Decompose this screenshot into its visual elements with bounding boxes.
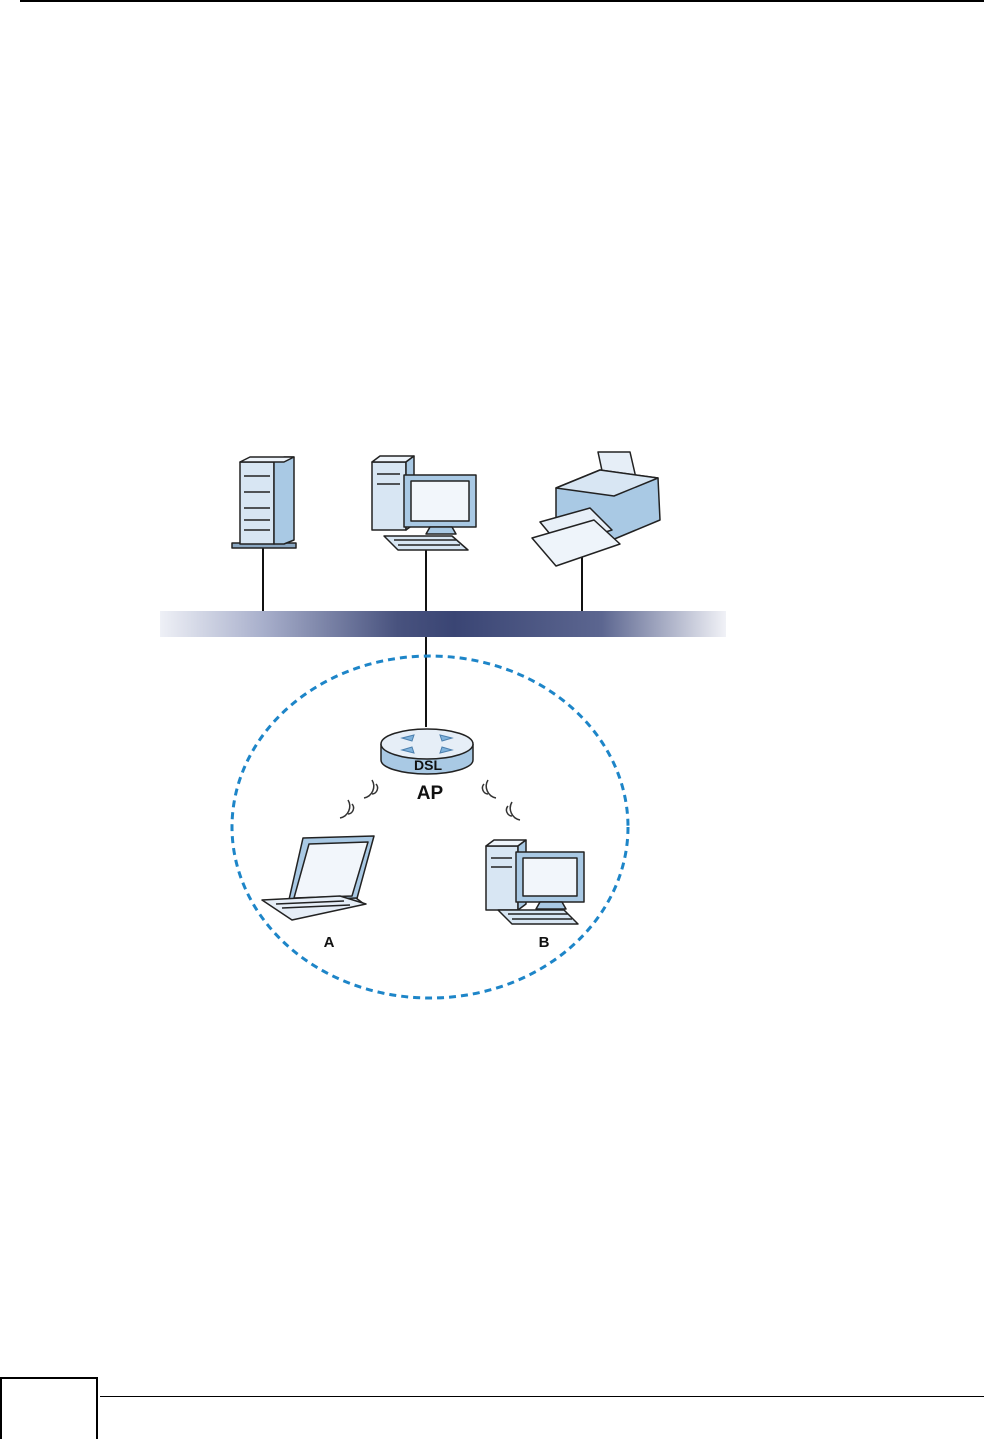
desktop-computer-icon <box>372 456 476 550</box>
client-b-label: B <box>539 934 550 951</box>
network-backbone <box>160 611 726 637</box>
desktop-computer-icon <box>486 840 584 924</box>
laptop-icon <box>262 836 374 920</box>
server-tower-icon <box>232 457 296 548</box>
client-a-label: A <box>324 934 335 951</box>
printer-icon <box>532 452 660 566</box>
footer-rule <box>100 1396 984 1397</box>
access-point-label: AP <box>417 783 444 804</box>
page-number-box <box>0 1377 98 1439</box>
wireless-coverage-area <box>232 656 628 998</box>
router-badge-label: DSL <box>414 757 442 773</box>
